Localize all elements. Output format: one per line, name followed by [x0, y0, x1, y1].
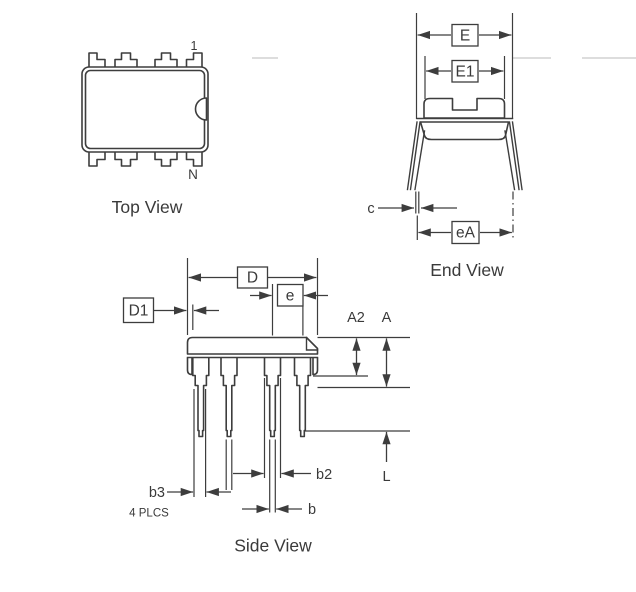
dim-label-E1: E1 [456, 64, 475, 81]
pin1-indicator-notch [194, 97, 208, 121]
end-view: E E1 c eA En [367, 13, 523, 280]
side-body-corner-detail [305, 336, 319, 351]
side-lead-4 [293, 357, 312, 438]
dim-label-A: A [382, 310, 392, 326]
dim-box-eA [451, 220, 480, 245]
dim-label-D1: D1 [129, 303, 149, 320]
dim-label-e: e [286, 288, 295, 305]
pin1-label: 1 [191, 39, 198, 53]
top-view-pin-bottom-1 [88, 151, 106, 167]
b-ext-lines [269, 439, 276, 513]
side-body-skirt-left [186, 357, 193, 376]
top-view-title: Top View [112, 197, 183, 217]
top-view: 1 N Top View [81, 39, 209, 217]
dim-label-A2: A2 [347, 310, 365, 326]
b2-ext-lines [263, 378, 282, 478]
top-view-pin-top-3 [154, 52, 178, 68]
dim-label-D: D [247, 270, 258, 287]
end-view-title: End View [430, 260, 504, 280]
top-view-pin-top-4 [185, 52, 203, 68]
side-lead-2 [220, 357, 238, 438]
dim-label-b: b [308, 502, 316, 518]
package-body-top-view [81, 66, 209, 153]
dim-label-L: L [382, 469, 390, 485]
end-view-body-top [423, 97, 506, 119]
lead2-ext-lines [225, 439, 233, 490]
dim-box-E1 [451, 59, 479, 83]
lead-cross-section-left [415, 191, 420, 214]
end-view-leads-right [504, 121, 523, 191]
top-view-pin-bottom-2 [114, 151, 138, 167]
dim-box-E [451, 23, 479, 47]
top-view-pin-bottom-3 [154, 151, 178, 167]
dim-label-b2: b2 [316, 467, 332, 483]
side-view-leads [192, 357, 312, 438]
top-view-pin-top-1 [88, 52, 106, 68]
top-view-pin-bottom-4 [185, 151, 203, 167]
b3-ext-lines [193, 389, 207, 497]
dim-box-e [276, 283, 304, 307]
dim-label-E: E [460, 28, 470, 45]
pinN-label: N [188, 167, 198, 182]
side-lead-3 [263, 357, 282, 438]
package-body-side-view [186, 336, 319, 355]
side-body-skirt-right [312, 357, 319, 376]
dim-box-D [236, 266, 269, 289]
side-view: D e D1 A2 A [122, 258, 410, 556]
dim-note-4plcs: 4 PLCS [129, 508, 169, 520]
dim-label-b3: b3 [149, 485, 165, 501]
dim-box-D1 [122, 297, 155, 324]
end-view-leads-left [406, 121, 426, 191]
end-view-body-bottom [419, 121, 510, 141]
dim-label-c: c [367, 201, 374, 217]
side-view-title: Side View [234, 536, 312, 556]
side-lead-1 [192, 357, 210, 438]
dim-label-eA: eA [456, 225, 476, 242]
top-view-pin-top-2 [114, 52, 138, 68]
